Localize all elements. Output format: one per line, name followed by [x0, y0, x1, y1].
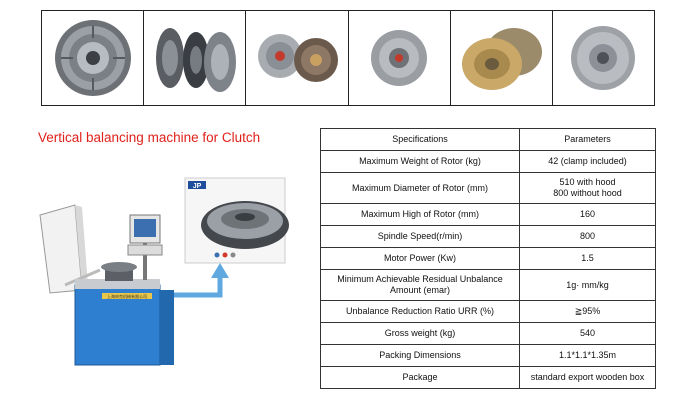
balancing-machine-illustration: 上海申克机械有限公司 JP	[39, 177, 289, 366]
param-cell: 800	[519, 225, 656, 248]
param-line: 510 with hood	[559, 177, 616, 187]
thumbnail-friction-disc	[552, 11, 655, 105]
spec-cell: Minimum Achievable Residual Unbalance Am…	[320, 269, 520, 301]
table-row: Maximum Diameter of Rotor (mm) 510 with …	[320, 172, 656, 204]
param-cell: standard export wooden box	[519, 366, 656, 389]
clutch-friction-disc-icon	[571, 26, 636, 90]
thumbnail-clutch-kit-exploded	[144, 11, 247, 105]
arrow-icon	[211, 263, 229, 278]
param-cell: ≧95%	[519, 300, 656, 323]
table-row: Package standard export wooden box	[320, 366, 656, 389]
spec-line: Minimum Achievable Residual Unbalance	[337, 274, 503, 284]
table-row: Maximum High of Rotor (mm) 160	[320, 203, 656, 226]
brand-logo: JP	[193, 183, 202, 190]
param-cell: 1.5	[519, 247, 656, 270]
spec-cell: Package	[320, 366, 520, 389]
param-cell: 540	[519, 322, 656, 345]
clutch-pressure-plate-icon	[54, 20, 131, 96]
page-title: Vertical balancing machine for Clutch	[38, 130, 261, 145]
spec-cell: Packing Dimensions	[320, 344, 520, 367]
table-row: Spindle Speed(r/min) 800	[320, 225, 656, 248]
spec-cell: Maximum Diameter of Rotor (mm)	[320, 172, 520, 204]
param-cell: 510 with hood 800 without hood	[519, 172, 656, 204]
param-cell: 160	[519, 203, 656, 226]
table-header-row: Specifications Parameters	[320, 128, 656, 151]
spec-cell: Unbalance Reduction Ratio URR (%)	[320, 300, 520, 323]
spec-cell: Motor Power (Kw)	[320, 247, 520, 270]
spec-cell: Spindle Speed(r/min)	[320, 225, 520, 248]
param-cell: 1g· mm/kg	[519, 269, 656, 301]
param-cell: 1.1*1.1*1.35m	[519, 344, 656, 367]
machine-side-label: 上海申克机械有限公司	[107, 293, 147, 299]
thumbnail-clutch-cover	[348, 11, 451, 105]
param-cell: 42 (clamp included)	[519, 150, 656, 173]
thumbnail-pressure-plate	[42, 11, 145, 105]
header-specifications: Specifications	[320, 128, 520, 151]
table-row: Gross weight (kg) 540	[320, 322, 656, 345]
table-row: Packing Dimensions 1.1*1.1*1.35m	[320, 344, 656, 367]
clutch-disc-gold-icon	[462, 28, 543, 90]
table-row: Maximum Weight of Rotor (kg) 42 (clamp i…	[320, 150, 656, 173]
table-row: Motor Power (Kw) 1.5	[320, 247, 656, 270]
header-parameters: Parameters	[519, 128, 656, 151]
spec-cell: Maximum High of Rotor (mm)	[320, 203, 520, 226]
param-line: 800 without hood	[553, 188, 622, 198]
clutch-cover-icon	[371, 30, 428, 86]
thumbnail-clutch-kit-pair	[246, 11, 349, 105]
machine-label-plate	[102, 293, 152, 299]
spec-cell: Maximum Weight of Rotor (kg)	[320, 150, 520, 173]
specification-table: Specifications Parameters Maximum Weight…	[320, 128, 656, 389]
clutch-kit-pair-icon	[257, 34, 338, 82]
table-row: Unbalance Reduction Ratio URR (%) ≧95%	[320, 300, 656, 323]
product-photo-strip	[41, 10, 655, 106]
spec-cell: Gross weight (kg)	[320, 322, 520, 345]
table-row: Minimum Achievable Residual Unbalance Am…	[320, 269, 656, 301]
spec-line: Amount (emar)	[389, 285, 451, 295]
thumbnail-clutch-disc-gold	[450, 11, 553, 105]
clutch-kit-exploded-icon	[155, 28, 236, 92]
